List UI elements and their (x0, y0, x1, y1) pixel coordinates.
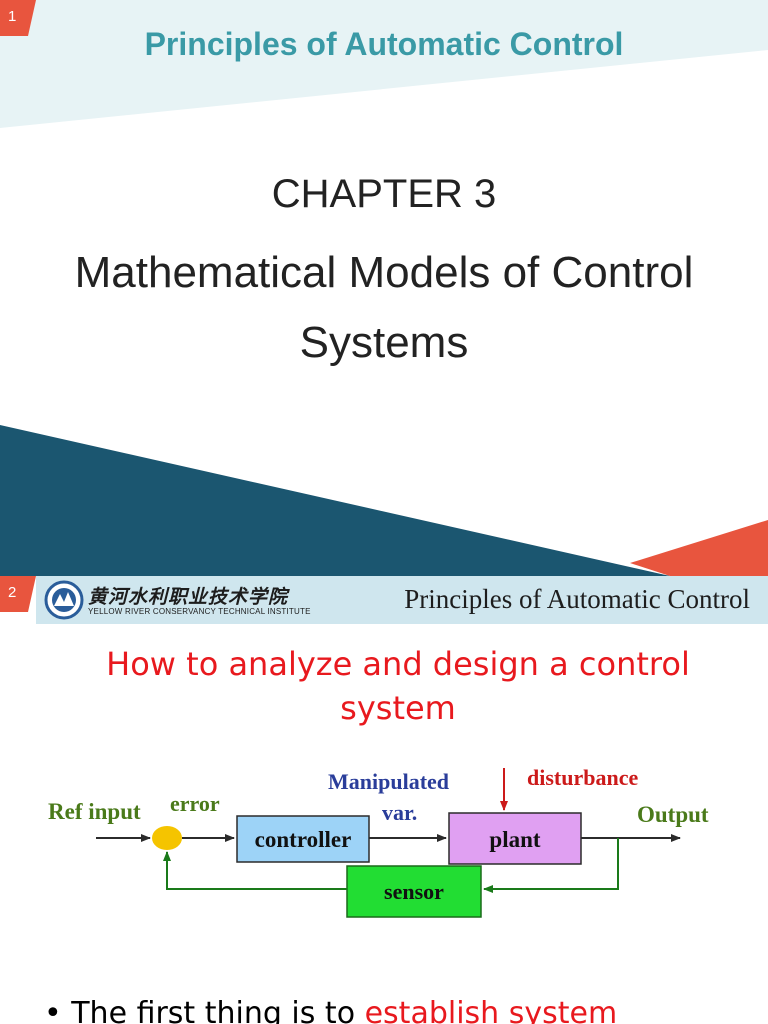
slide-number-text: 1 (8, 8, 17, 25)
bullet-text-start: The first thing is to (71, 996, 365, 1024)
slide-1: 1 Principles of Automatic Control CHAPTE… (0, 0, 768, 576)
slide-number-badge (0, 0, 36, 36)
disturbance-label: disturbance (527, 765, 638, 790)
plant-label: plant (489, 827, 540, 852)
slide-number: 1 (0, 0, 36, 36)
sensor-feedback-line (163, 851, 347, 890)
plant-box (448, 812, 582, 865)
institute-logo-icon (44, 580, 84, 620)
var-label: var. (382, 800, 417, 825)
sensor-label: sensor (384, 879, 444, 904)
light-top-band (0, 0, 768, 128)
bullet-text: • The first thing is to establish system (44, 996, 768, 1024)
dark-bottom-band (0, 425, 670, 576)
slide-2-number-text: 2 (8, 584, 17, 601)
chapter-label: CHAPTER 3 (271, 172, 497, 216)
institute-name-cn: 黄河水利职业技术学院 (88, 586, 289, 608)
ref-input-label: Ref input (48, 799, 141, 824)
slide-1-header: Principles of Automatic Control (144, 26, 624, 62)
slide-2-heading: How to analyze and design a control syst… (0, 642, 768, 730)
slide-2: 2 黄河水利职业技术学院 YELLOW RIVER CONSERVANCY TE… (0, 576, 768, 1024)
control-loop-diagram: Ref input error Manipulated var. disturb… (48, 765, 709, 918)
bullet-text-highlight: establish system (364, 996, 618, 1024)
banner-title: Principles of Automatic Control (404, 584, 750, 614)
bullet-symbol: • (44, 996, 72, 1024)
slide-2-number-badge (0, 576, 36, 612)
error-label: error (170, 791, 220, 816)
manipulated-label: Manipulated (328, 769, 449, 794)
heading-line-2: system (340, 689, 456, 727)
institute-name-en: YELLOW RIVER CONSERVANCY TECHNICAL INSTI… (88, 607, 311, 616)
sensor-box (346, 865, 482, 918)
heading-line-1: How to analyze and design a control (106, 645, 690, 683)
slide-2-number: 2 (0, 576, 36, 612)
controller-box (236, 815, 370, 863)
output-label: Output (637, 802, 709, 827)
feedback-to-sensor-line (483, 838, 619, 893)
slide-1-background (0, 0, 768, 576)
institute-banner: 黄河水利职业技术学院 YELLOW RIVER CONSERVANCY TECH… (36, 576, 768, 624)
controller-label: controller (255, 827, 352, 852)
chapter-title: Mathematical Models of Control Systems (74, 248, 694, 367)
summing-junction (152, 826, 182, 850)
orange-accent-band (630, 520, 768, 576)
